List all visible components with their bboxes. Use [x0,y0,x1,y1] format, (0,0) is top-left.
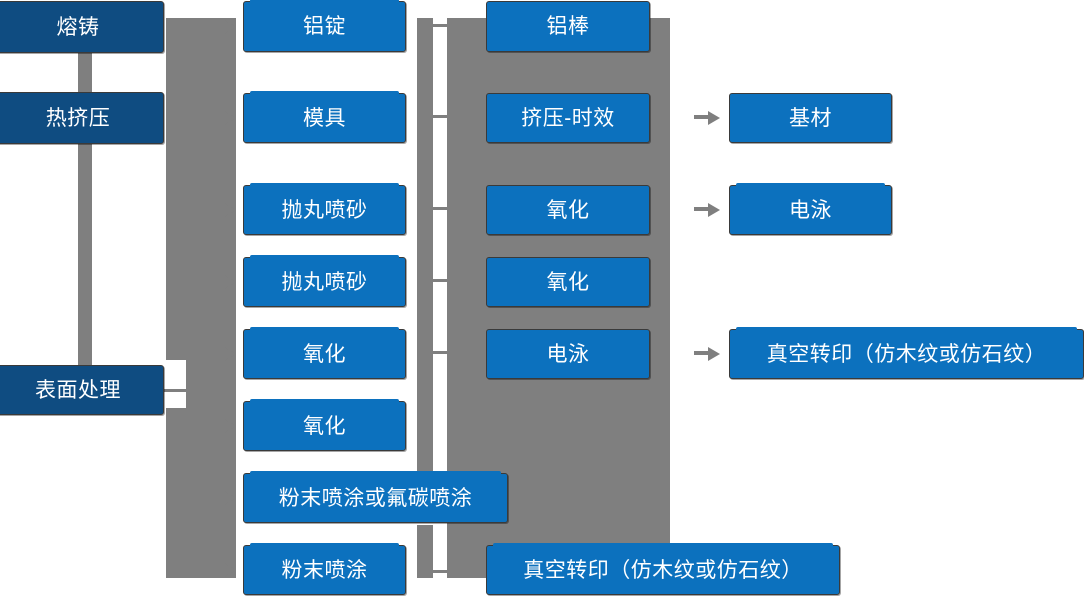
connector-rail-narrow [417,18,433,510]
process-box-c4-2[interactable]: 真空转印（仿木纹或仿石纹） [729,327,1084,379]
process-label-c2-7: 粉末喷涂 [281,558,368,582]
arrow-to-c4-1 [708,203,720,217]
process-box-c2-6[interactable]: 粉末喷涂或氟碳喷涂 [243,471,508,523]
arrow-to-c2-7 [224,563,236,577]
arrow-to-c2-1 [224,111,236,125]
process-label-c4-0: 基材 [789,106,832,130]
process-label-c2-1: 模具 [303,106,346,130]
process-label-c3-1: 挤压-时效 [521,106,615,130]
process-box-c2-3[interactable]: 抛丸喷砂 [243,255,406,307]
connector-tie-4 [433,351,447,354]
process-label-c4-2: 真空转印（仿木纹或仿石纹） [766,342,1047,366]
process-label-c3-0: 铝棒 [546,15,590,38]
process-box-c4-0[interactable]: 基材 [729,93,892,143]
process-label-c2-2: 抛丸喷砂 [281,198,368,222]
process-box-c3-5[interactable]: 真空转印（仿木纹或仿石纹） [486,543,840,595]
arrow-to-c2-4 [224,347,236,361]
process-box-c2-5[interactable]: 氧化 [243,399,406,451]
arrow-shaft-to-c4-0 [694,115,710,119]
process-label-c2-6: 粉末喷涂或氟碳喷涂 [278,486,473,510]
stage-box-extrude[interactable]: 热挤压 [0,92,164,144]
process-box-c3-4[interactable]: 电泳 [486,329,650,379]
stage-label-extrude: 热挤压 [45,106,111,130]
process-label-c2-0: 铝锭 [303,15,346,38]
arrow-to-c4-2 [708,347,720,361]
process-box-c2-1[interactable]: 模具 [243,91,406,143]
process-label-c4-1: 电泳 [789,198,832,222]
connector-tie-5 [433,570,447,573]
process-box-c2-7[interactable]: 粉末喷涂 [243,543,406,595]
stage-box-melt[interactable]: 熔铸 [0,1,164,53]
arrow-to-c2-5 [224,419,236,433]
process-label-c2-4: 氧化 [303,342,346,366]
process-box-c3-0[interactable]: 铝棒 [486,1,650,52]
connector-spine-stages [78,18,92,390]
connector-stub-surface [164,389,190,392]
process-label-c3-2: 氧化 [546,198,590,222]
connector-tie-3 [433,279,447,282]
connector-tie-1 [433,115,447,118]
arrow-to-c2-0 [224,20,236,34]
arrow-to-c2-2 [224,203,236,217]
process-label-c3-5: 真空转印（仿木纹或仿石纹） [523,558,803,582]
process-label-c3-4: 电泳 [546,342,590,366]
process-box-c3-3[interactable]: 氧化 [486,257,650,307]
connector-notch-surface [160,360,186,408]
arrow-shaft-to-c4-2 [694,351,710,355]
stage-label-melt: 熔铸 [56,15,100,39]
process-box-c4-1[interactable]: 电泳 [729,183,892,235]
process-label-c2-3: 抛丸喷砂 [281,270,368,294]
stage-label-surface: 表面处理 [35,378,121,402]
stage-box-surface[interactable]: 表面处理 [0,365,164,415]
connector-tie-0 [433,24,447,27]
process-box-c2-2[interactable]: 抛丸喷砂 [243,183,406,235]
arrow-to-c2-6 [224,491,236,505]
arrow-shaft-to-c4-1 [694,207,710,211]
process-box-c2-4[interactable]: 氧化 [243,327,406,379]
process-box-c3-2[interactable]: 氧化 [486,185,650,235]
connector-rail-narrow-lower [417,525,433,578]
connector-tie-2 [433,207,447,210]
process-box-c2-0[interactable]: 铝锭 [243,0,406,52]
process-box-c3-1[interactable]: 挤压-时效 [486,93,650,143]
process-label-c3-3: 氧化 [546,270,590,294]
process-label-c2-5: 氧化 [303,414,346,438]
arrow-to-c2-3 [224,275,236,289]
arrow-to-c4-0 [708,111,720,125]
